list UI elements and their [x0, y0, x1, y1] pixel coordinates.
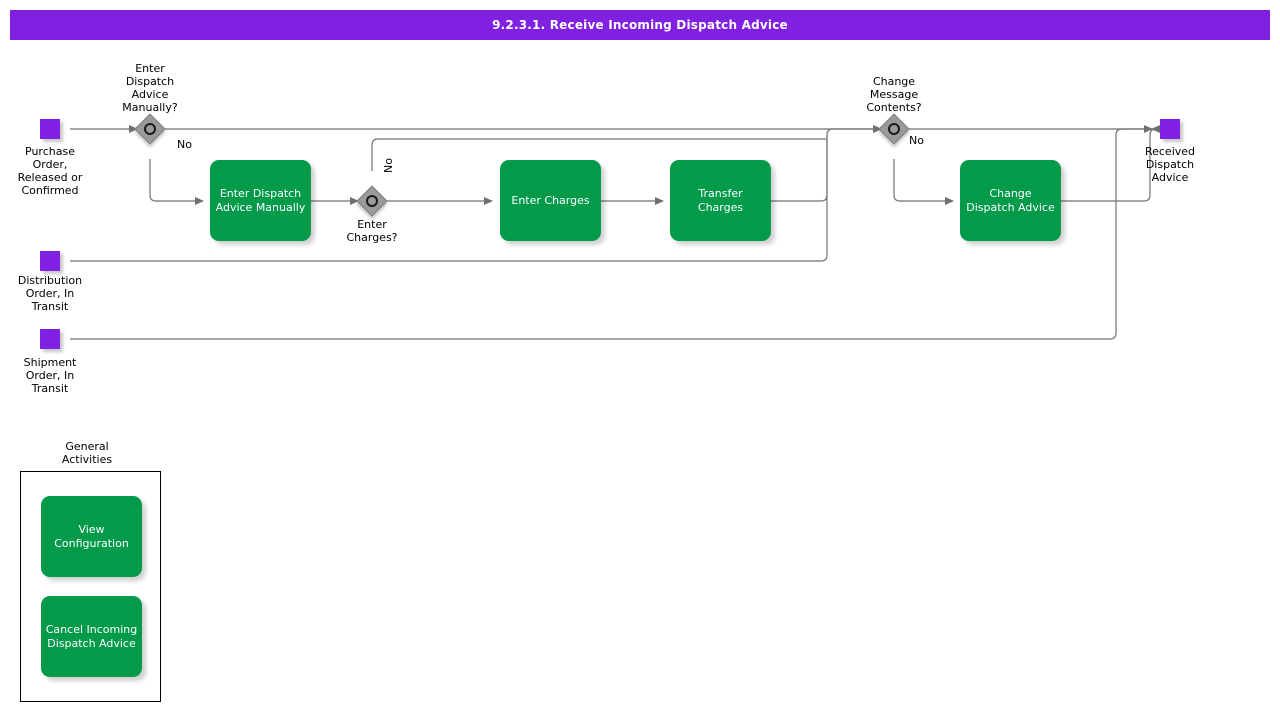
gateway-enter-dispatch-advice-manually[interactable]: [134, 113, 166, 145]
task-enter-charges[interactable]: Enter Charges: [500, 160, 601, 241]
task-change-dispatch-advice[interactable]: Change Dispatch Advice: [960, 160, 1061, 241]
end-event-received-dispatch-advice[interactable]: [1160, 119, 1180, 139]
task-view-configuration[interactable]: View Configuration: [41, 496, 142, 577]
gateway-enter-dispatch-advice-manually-label: Enter Dispatch Advice Manually?: [122, 62, 178, 114]
start-event-purchase-order[interactable]: [40, 119, 60, 139]
group-general-activities: View Configuration Cancel Incoming Dispa…: [20, 471, 161, 702]
gateway-enter-charges[interactable]: [356, 185, 388, 217]
gateway-change-message-contents[interactable]: [878, 113, 910, 145]
flow-label-no-change-message: No: [909, 134, 924, 147]
group-general-activities-label: General Activities: [61, 440, 113, 466]
flow-label-no-enter-charges: No: [382, 158, 395, 173]
page-title: 9.2.3.1. Receive Incoming Dispatch Advic…: [10, 10, 1270, 40]
task-cancel-incoming-dispatch-advice[interactable]: Cancel Incoming Dispatch Advice: [41, 596, 142, 677]
end-event-received-dispatch-advice-label: Received Dispatch Advice: [1144, 145, 1196, 184]
task-enter-dispatch-advice-manually[interactable]: Enter Dispatch Advice Manually: [210, 160, 311, 241]
flow-label-no-enter-manually: No: [177, 138, 192, 151]
start-event-distribution-order-label: Distribution Order, In Transit: [17, 274, 83, 313]
start-event-distribution-order[interactable]: [40, 251, 60, 271]
gateway-inclusive-circle-icon: [144, 123, 156, 135]
start-event-shipment-order-label: Shipment Order, In Transit: [23, 356, 77, 395]
start-event-purchase-order-label: Purchase Order, Released or Confirmed: [17, 145, 83, 197]
task-transfer-charges[interactable]: Transfer Charges: [670, 160, 771, 241]
gateway-inclusive-circle-icon: [888, 123, 900, 135]
gateway-enter-charges-label: Enter Charges?: [346, 218, 398, 244]
gateway-inclusive-circle-icon: [366, 195, 378, 207]
start-event-shipment-order[interactable]: [40, 329, 60, 349]
gateway-change-message-contents-label: Change Message Contents?: [866, 75, 922, 114]
